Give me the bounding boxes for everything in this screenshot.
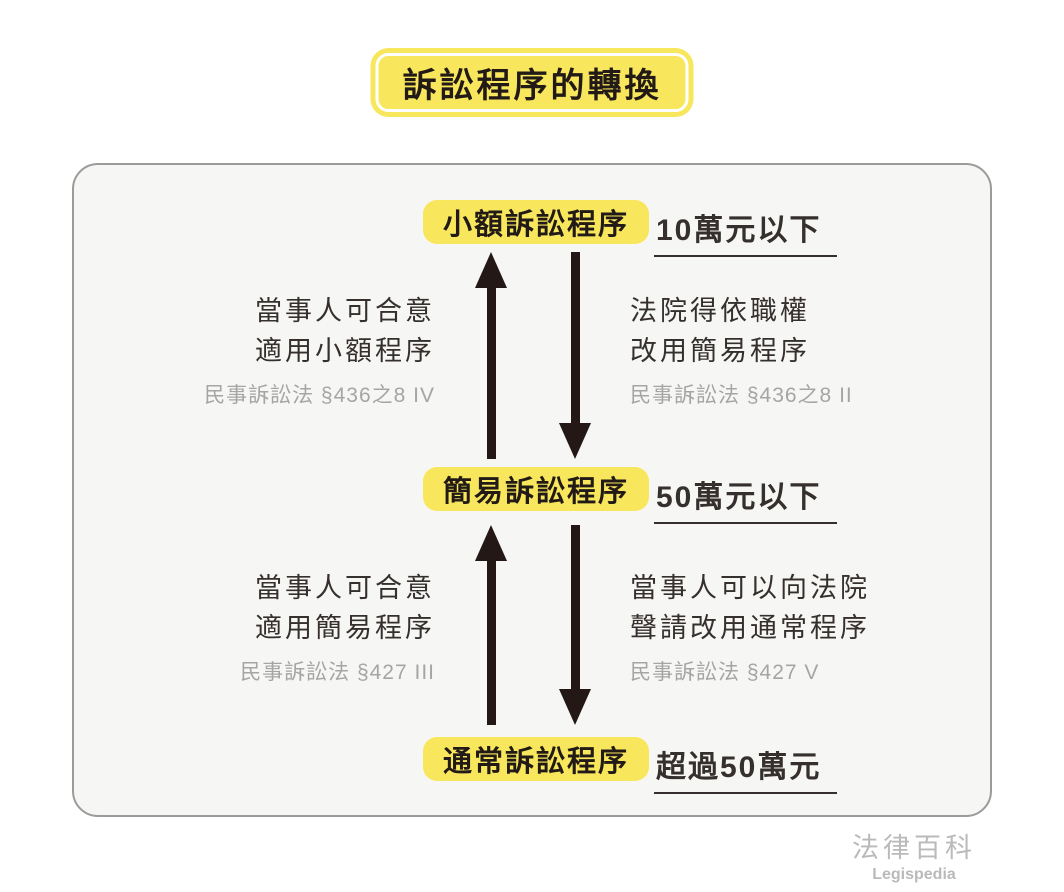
- up-arrowhead-icon: [475, 525, 507, 561]
- threshold-ordinary: 超過50萬元: [654, 740, 838, 794]
- node-ordinary: 通常訴訟程序: [423, 737, 650, 781]
- node-ordinary-label: 通常訴訟程序: [443, 746, 630, 778]
- arrow-shaft: [486, 288, 496, 459]
- page-title: 訴訟程序的轉換: [402, 67, 662, 105]
- transition-text-line: 聲請改用通常程序: [630, 613, 870, 643]
- brand-subname: Legispedia: [872, 866, 956, 883]
- node-small-claims: 小額訴訟程序: [423, 200, 650, 244]
- up-arrowhead-icon: [475, 252, 507, 288]
- arrow-shaft: [486, 561, 496, 725]
- arrow-shaft: [570, 525, 580, 689]
- law-citation: 民事訴訟法 §436之8 II: [630, 384, 853, 407]
- brand-logo: 法律百科 Legispedia: [852, 826, 976, 884]
- transition-1-up-label: 當事人可合意 適用小額程序 民事訴訟法 §436之8 IV: [204, 291, 435, 409]
- transition-text-line: 當事人可合意: [255, 296, 435, 326]
- transition-text-line: 改用簡易程序: [630, 336, 810, 366]
- node-small-claims-label: 小額訴訟程序: [443, 209, 630, 241]
- node-simplified: 簡易訴訟程序: [423, 467, 650, 511]
- diagram-panel: 小額訴訟程序 10萬元以下 當事人可合意 適用小額程序 民事訴訟法 §436之8…: [72, 163, 992, 817]
- threshold-simplified: 50萬元以下: [654, 470, 838, 524]
- down-arrow-icon: [559, 252, 591, 459]
- transition-text-line: 法院得依職權: [630, 296, 810, 326]
- title-badge: 訴訟程序的轉換: [370, 48, 694, 117]
- transition-text-line: 當事人可合意: [255, 573, 435, 603]
- transition-text-line: 適用簡易程序: [255, 613, 435, 643]
- transition-text-line: 當事人可以向法院: [630, 573, 870, 603]
- transition-text-line: 適用小額程序: [255, 336, 435, 366]
- down-arrow-icon: [559, 525, 591, 725]
- law-citation: 民事訴訟法 §427 III: [240, 661, 435, 684]
- node-simplified-label: 簡易訴訟程序: [443, 476, 630, 508]
- title-inner-frame: 訴訟程序的轉換: [375, 53, 689, 112]
- up-arrow-icon: [475, 252, 507, 459]
- transition-2-down-label: 當事人可以向法院 聲請改用通常程序 民事訴訟法 §427 V: [630, 568, 870, 686]
- law-citation: 民事訴訟法 §427 V: [630, 661, 820, 684]
- threshold-small-claims: 10萬元以下: [654, 203, 838, 257]
- down-arrowhead-icon: [559, 689, 591, 725]
- law-citation: 民事訴訟法 §436之8 IV: [204, 384, 435, 407]
- transition-1-down-label: 法院得依職權 改用簡易程序 民事訴訟法 §436之8 II: [630, 291, 853, 409]
- down-arrowhead-icon: [559, 423, 591, 459]
- up-arrow-icon: [475, 525, 507, 725]
- brand-name: 法律百科: [852, 833, 976, 863]
- arrow-shaft: [570, 252, 580, 423]
- transition-2-up-label: 當事人可合意 適用簡易程序 民事訴訟法 §427 III: [240, 568, 435, 686]
